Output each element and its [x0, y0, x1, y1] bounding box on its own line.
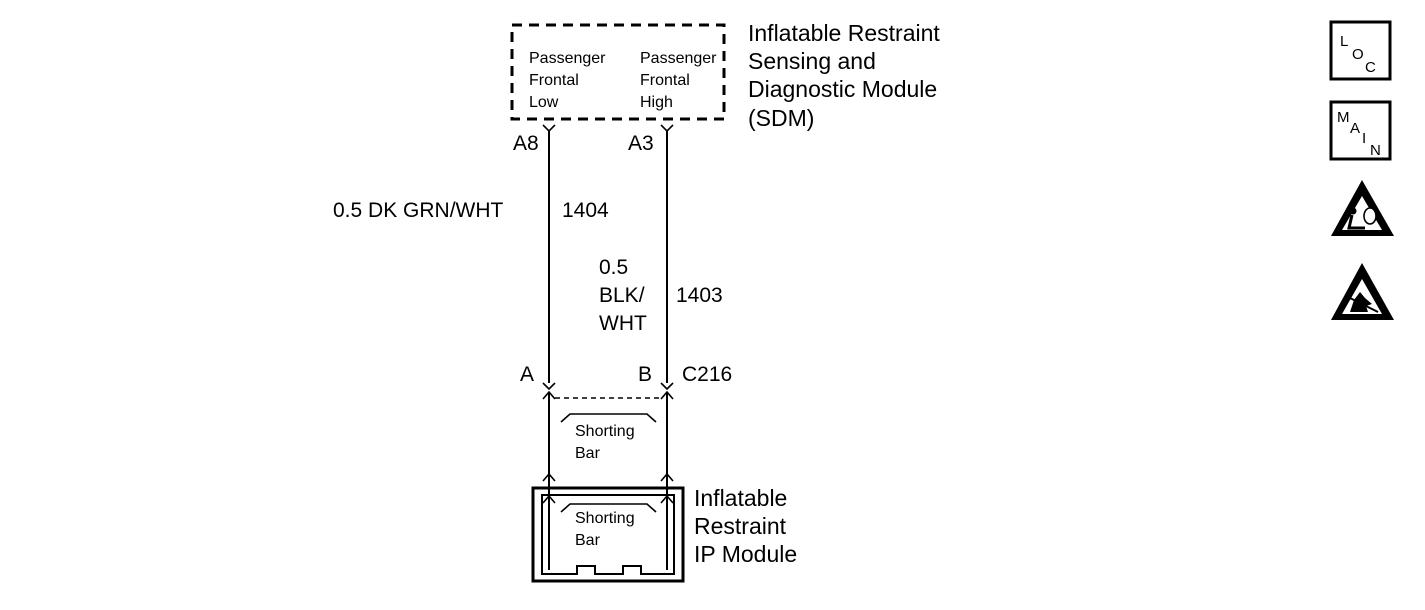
- ip-module-inner-outline: [541, 494, 675, 575]
- airbag-occupant-head: [1349, 207, 1357, 215]
- loc-icon-frame: [1329, 20, 1392, 81]
- c216-shorting-bar-label: Shorting Bar: [575, 423, 639, 462]
- main-icon-letter-a: A: [1350, 120, 1360, 137]
- esd-hand-symbol: [1350, 292, 1372, 312]
- ip-module-shorting-bar: [560, 503, 657, 513]
- main-icon-letter-m: M: [1337, 109, 1350, 126]
- loc-icon-letter-l: L: [1340, 33, 1348, 50]
- loc-icon-letter-o: O: [1352, 46, 1364, 63]
- c216-connector-label: C216: [682, 363, 732, 386]
- ip-module-title: Inflatable Restraint IP Module: [694, 485, 797, 567]
- main-icon-letter-n: N: [1370, 142, 1381, 159]
- sdm-module: Passenger Frontal Low Passenger Frontal …: [510, 20, 946, 131]
- airbag-warning-icon[interactable]: [1331, 180, 1394, 236]
- sdm-pin-a8-label: A8: [513, 132, 539, 155]
- sdm-terminal-a3: [660, 124, 674, 133]
- c216-pin-a-label: A: [520, 363, 534, 386]
- wire-1403-color-label: 0.5 BLK/ WHT: [599, 256, 650, 335]
- sdm-loop-low-label: Passenger Frontal Low: [529, 50, 610, 111]
- loc-icon-letter-c: C: [1365, 59, 1376, 76]
- sdm-pin-a3-label: A3: [628, 132, 654, 155]
- wire-1404-circuit-label: 1404: [562, 199, 609, 222]
- c216-shorting-bar: [560, 413, 657, 423]
- main-icon[interactable]: M A I N: [1329, 100, 1392, 161]
- ip-module-outer-box: [531, 486, 685, 583]
- c216-pin-b-label: B: [638, 363, 652, 386]
- ip-module-terminal-b: [660, 494, 674, 504]
- wire-1403-circuit-label: 1403: [676, 284, 723, 307]
- c216-terminal-a-top: [542, 382, 556, 391]
- airbag-occupant-body: [1347, 214, 1365, 230]
- module-input-terminal-a: [542, 472, 556, 482]
- sdm-title: Inflatable Restraint Sensing and Diagnos…: [748, 20, 946, 131]
- wire-1404-color-label: 0.5 DK GRN/WHT: [333, 199, 504, 222]
- ip-module-terminal-a: [542, 494, 556, 504]
- esd-warning-icon[interactable]: [1331, 263, 1394, 320]
- sdm-loop-high-label: Passenger Frontal High: [640, 50, 721, 111]
- airbag-cushion: [1363, 207, 1377, 225]
- connector-c216: Shorting Bar A B C216: [520, 363, 732, 462]
- ip-module: Shorting Bar Inflatable Restraint IP Mod…: [531, 485, 797, 583]
- c216-terminal-b-top: [660, 382, 674, 391]
- esd-slash: [1345, 295, 1379, 313]
- sdm-terminal-a8: [542, 124, 556, 133]
- module-input-terminal-b: [660, 472, 674, 482]
- loc-icon[interactable]: L O C: [1329, 20, 1392, 81]
- main-icon-frame: [1329, 100, 1392, 161]
- ip-module-shorting-bar-label: Shorting Bar: [575, 510, 639, 549]
- main-icon-letter-i: I: [1362, 130, 1366, 147]
- sdm-module-outline: [510, 23, 726, 121]
